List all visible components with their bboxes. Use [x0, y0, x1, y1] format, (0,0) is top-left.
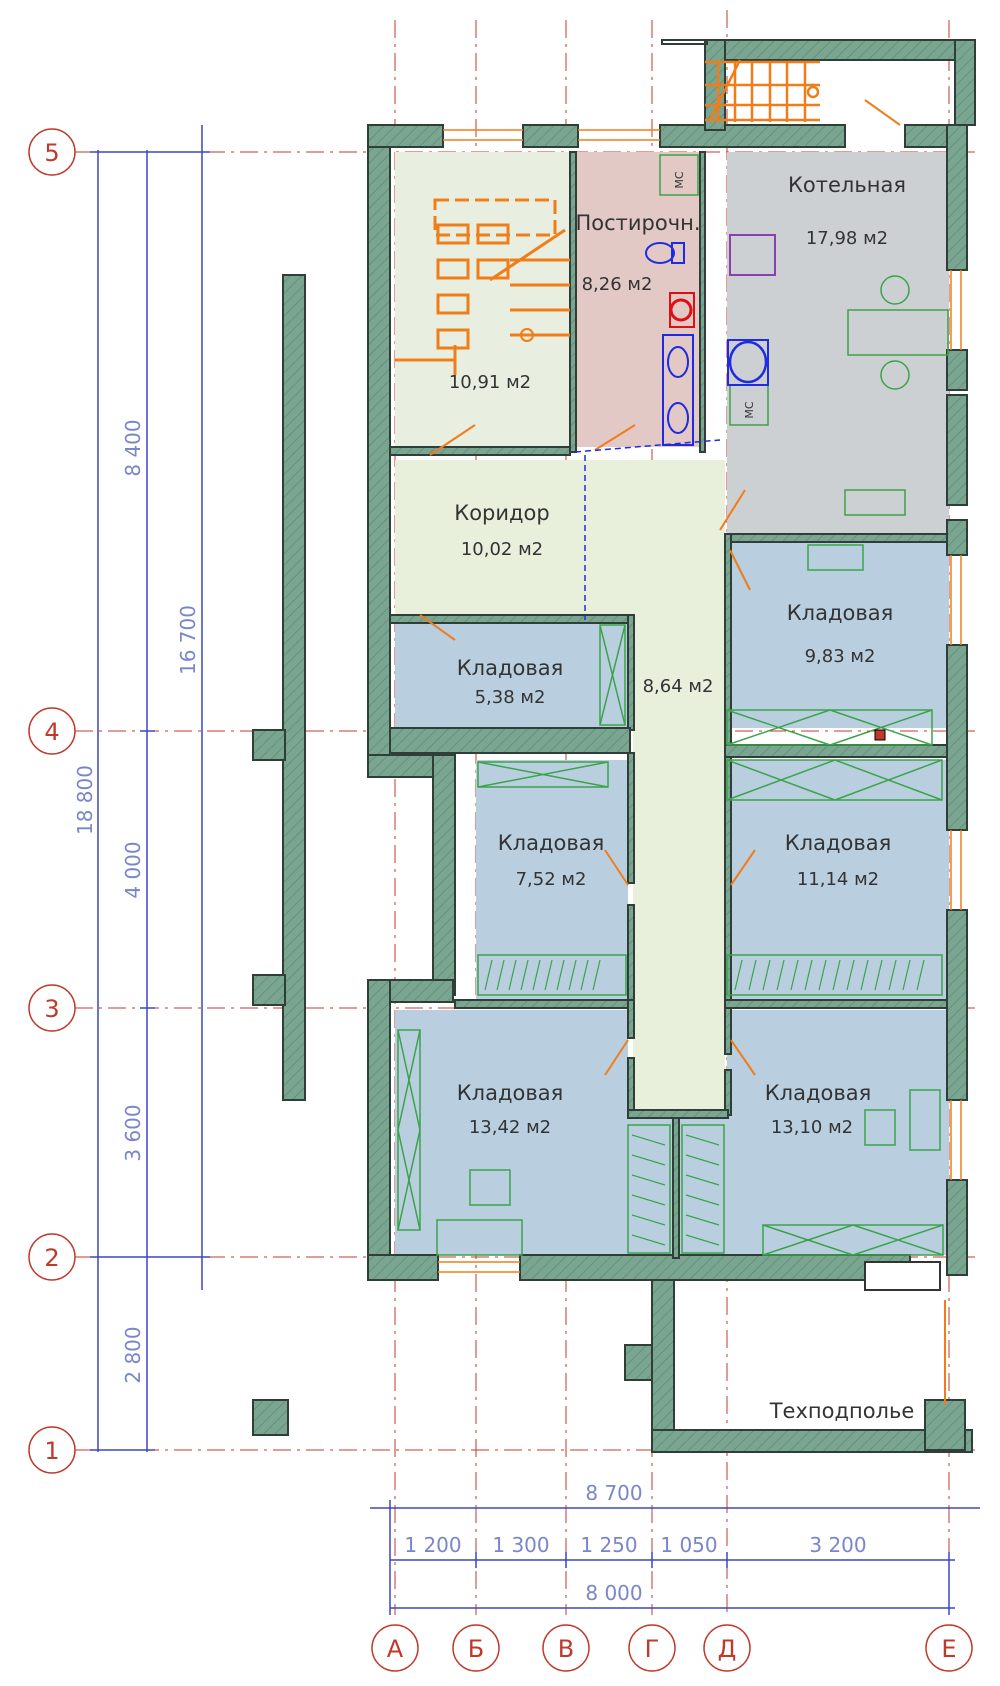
axis-row-5: 5: [44, 139, 59, 167]
storage-3-room-area: 7,52 м2: [516, 869, 587, 890]
storage-4-room-area: 11,14 м2: [797, 869, 879, 890]
storage-2-room: [727, 538, 949, 728]
laundry-room-name: Постирочн.: [575, 211, 700, 235]
storage-1-room: [395, 620, 628, 730]
storage-6-room: [727, 1010, 949, 1255]
dim-bottom-1050: 1 050: [660, 1533, 717, 1557]
boiler-room-area: 17,98 м2: [806, 228, 888, 249]
windows: [438, 129, 962, 1273]
corridor-room-area: 10,02 м2: [461, 539, 543, 560]
axis-bubbles: [28, 128, 973, 1672]
storage-6-room-name: Кладовая: [765, 1081, 871, 1105]
storage-shelves: [397, 275, 949, 1256]
corridor-room: [395, 460, 725, 620]
door-swings: [419, 99, 946, 1405]
corridor-room-name: Коридор: [454, 501, 549, 525]
axis-labels: 5 4 3 2 1 А Б В Г Д Е: [44, 139, 956, 1663]
axis-col-b: Б: [468, 1635, 484, 1663]
storage-2-room-area: 9,83 м2: [805, 646, 876, 667]
dimension-lines: [90, 125, 980, 1615]
dim-bottom-3200: 3 200: [809, 1533, 866, 1557]
axis-row-2: 2: [44, 1244, 59, 1272]
axis-col-a: А: [387, 1635, 404, 1663]
ms-label-2: МС: [743, 401, 756, 418]
axis-col-e: Е: [941, 1635, 956, 1663]
staircase: [395, 59, 820, 375]
storage-6-room-area: 13,10 м2: [771, 1117, 853, 1138]
boiler-room-name: Котельная: [788, 173, 906, 197]
dimension-labels: 8 400 4 000 3 600 2 800 18 800 16 700 8 …: [73, 419, 867, 1605]
dim-left-8400: 8 400: [121, 419, 145, 476]
axis-row-1: 1: [44, 1437, 59, 1465]
storage-5-room-area: 13,42 м2: [469, 1117, 551, 1138]
stair-room: [395, 152, 571, 455]
axis-col-d: Д: [718, 1635, 737, 1663]
storage-3-room-name: Кладовая: [498, 831, 604, 855]
dim-bottom-8700: 8 700: [585, 1481, 642, 1505]
plumbing: [574, 154, 941, 1291]
storage-1-room-area: 5,38 м2: [475, 687, 546, 708]
storage-2-room-name: Кладовая: [787, 601, 893, 625]
axis-col-g: Г: [645, 1635, 660, 1663]
dim-bottom-8000: 8 000: [585, 1581, 642, 1605]
dim-left-3600: 3 600: [121, 1104, 145, 1161]
dim-left-2800: 2 800: [121, 1326, 145, 1383]
room-fills: [395, 152, 949, 1255]
room-labels: 10,91 м2 Постирочн. 8,26 м2 Котельная 17…: [449, 171, 914, 1423]
axis-row-3: 3: [44, 995, 59, 1023]
dim-left-4000: 4 000: [121, 841, 145, 898]
dim-left-18800: 18 800: [73, 765, 97, 835]
storage-5-room: [395, 1010, 628, 1255]
dim-bottom-1200: 1 200: [404, 1533, 461, 1557]
hall-room: [633, 620, 725, 1115]
tech-room-name: Техподполье: [769, 1399, 915, 1423]
storage-5-room-name: Кладовая: [457, 1081, 563, 1105]
axis-row-4: 4: [44, 718, 59, 746]
shelf-hatching: [484, 959, 925, 1246]
stair-room-area: 10,91 м2: [449, 372, 531, 393]
storage-4-room-name: Кладовая: [785, 831, 891, 855]
dim-bottom-1300: 1 300: [492, 1533, 549, 1557]
hall-room-area: 8,64 м2: [643, 676, 714, 697]
storage-1-room-name: Кладовая: [457, 656, 563, 680]
ms-label-1: МС: [673, 171, 686, 188]
laundry-room-area: 8,26 м2: [582, 274, 653, 295]
walls: [252, 39, 976, 1453]
axis-col-v: В: [558, 1635, 574, 1663]
boiler-room: [727, 152, 949, 534]
dim-bottom-1250: 1 250: [580, 1533, 637, 1557]
dim-left-16700: 16 700: [176, 605, 200, 675]
